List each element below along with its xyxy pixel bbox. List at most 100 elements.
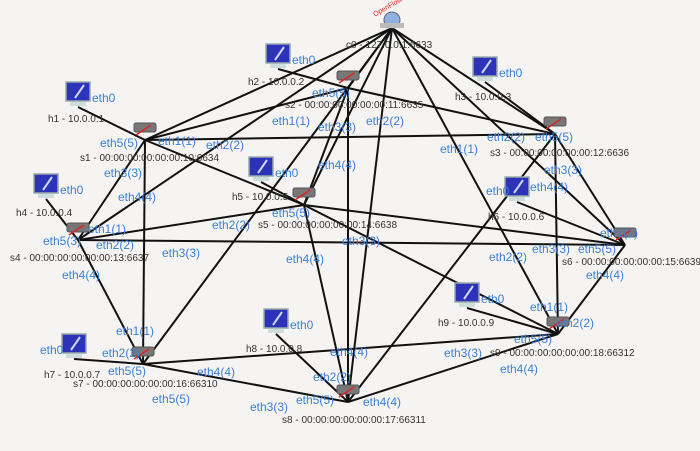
link-s1-s5[interactable] <box>144 139 305 206</box>
host-port-label: eth0 <box>40 343 64 357</box>
host-port-label: eth0 <box>486 184 510 198</box>
host-label: h4 - 10.0.0.4 <box>16 208 73 219</box>
link-c0-s9[interactable] <box>391 27 559 335</box>
port-label: eth4(4) <box>197 365 236 379</box>
link-s7-s8[interactable] <box>142 363 349 403</box>
link-s2-s3[interactable] <box>347 87 556 135</box>
host-h5-computer-icon[interactable] <box>248 156 274 181</box>
link-s1-s4[interactable] <box>77 139 146 241</box>
port-label: eth4(4) <box>530 180 569 194</box>
host-label: h3 - 10.0.0.3 <box>455 92 512 103</box>
link-s5-s6[interactable] <box>303 204 626 246</box>
link-s8-s9[interactable] <box>347 333 559 403</box>
link-s1-s2[interactable] <box>144 87 349 141</box>
port-label: eth1(1) <box>600 226 639 240</box>
switch-s4-icon[interactable] <box>66 222 90 236</box>
link-c0-s8[interactable] <box>347 27 393 403</box>
switch-label: s7 - 00:00:00:00:00:00:16:66310 <box>73 379 218 390</box>
port-label: eth5(5) <box>108 364 147 378</box>
nodes-layer <box>33 11 637 398</box>
host-label: h6 - 10.0.0.6 <box>488 212 545 223</box>
link-c0-s4[interactable] <box>77 27 393 241</box>
link-h1-s1[interactable] <box>77 106 146 141</box>
port-label: eth3(3) <box>444 346 483 360</box>
port-label: eth2(2) <box>366 114 405 128</box>
controller-c0-icon[interactable] <box>380 11 404 29</box>
host-h4-computer-icon[interactable] <box>33 173 59 198</box>
link-s3-s9[interactable] <box>554 133 559 335</box>
link-h9-s9[interactable] <box>466 307 559 335</box>
link-s5-s9[interactable] <box>303 204 559 335</box>
switch-s1-icon[interactable] <box>133 122 157 136</box>
link-h3-s3[interactable] <box>484 81 556 135</box>
switch-label: s4 - 00:00:00:00:00:00:13:6637 <box>10 253 150 264</box>
host-label: h2 - 10.0.0.2 <box>248 77 305 88</box>
port-label: eth3(3) <box>250 400 289 414</box>
host-h9-computer-icon[interactable] <box>454 282 480 307</box>
link-c0-s6[interactable] <box>391 27 626 246</box>
host-h1-computer-icon[interactable] <box>65 81 91 106</box>
switch-label: s9 - 00:00:00:00:00:00:18:66312 <box>490 348 635 359</box>
port-label: eth5(5) <box>296 393 335 407</box>
port-label: eth4(4) <box>330 345 369 359</box>
switch-label: s1 - 00:00:00:00:00:00:10:6634 <box>80 153 220 164</box>
link-h7-s7[interactable] <box>73 358 144 365</box>
controller-label: c0 - 127.0.0.1:6633 <box>346 40 433 51</box>
port-label: eth2(2) <box>96 238 135 252</box>
host-port-label: eth0 <box>292 53 316 67</box>
host-h7-computer-icon[interactable] <box>61 333 87 358</box>
link-h6-s6[interactable] <box>516 201 626 246</box>
port-label: eth3(3) <box>318 120 357 134</box>
host-label: h9 - 10.0.0.9 <box>438 318 495 329</box>
switch-label: s5 - 00:00:00:00:00:00:14:6638 <box>258 220 398 231</box>
port-label: eth4(4) <box>586 268 625 282</box>
host-h6-computer-icon[interactable] <box>504 176 530 201</box>
port-label: eth3(3) <box>104 166 143 180</box>
switch-s6-icon[interactable] <box>613 227 637 241</box>
switch-s5-icon[interactable] <box>292 187 316 201</box>
link-s4-s6[interactable] <box>77 239 626 246</box>
link-s1-s3[interactable] <box>144 133 556 141</box>
link-h8-s8[interactable] <box>275 333 349 403</box>
switch-s3-icon[interactable] <box>543 116 567 130</box>
switch-s9-icon[interactable] <box>546 316 570 330</box>
port-label: eth3(3) <box>162 246 201 260</box>
port-label: eth1(1) <box>440 142 479 156</box>
port-label: eth5(5) <box>514 332 553 346</box>
host-h3-computer-icon[interactable] <box>472 56 498 81</box>
link-s4-s5[interactable] <box>77 204 305 241</box>
port-label: eth2(2) <box>489 250 528 264</box>
port-label: eth2(2) <box>556 316 595 330</box>
switch-label: s8 - 00:00:00:00:00:00:17:66311 <box>282 415 426 426</box>
port-label: eth5(5) <box>100 136 139 150</box>
host-h2-computer-icon[interactable] <box>265 43 291 68</box>
host-h8-computer-icon[interactable] <box>263 308 289 333</box>
link-c0-s7[interactable] <box>142 27 393 365</box>
host-port-label: eth0 <box>290 318 314 332</box>
port-label: eth5(5) <box>578 242 617 256</box>
switch-s7-icon[interactable] <box>131 346 155 360</box>
host-port-label: eth0 <box>481 292 505 306</box>
port-label: eth1(1) <box>158 134 197 148</box>
port-label: eth2(2) <box>212 218 251 232</box>
link-s1-s7[interactable] <box>142 139 146 365</box>
link-s4-s7[interactable] <box>77 239 144 365</box>
switch-s2-icon[interactable] <box>336 70 360 84</box>
link-s3-s6[interactable] <box>554 133 626 246</box>
link-c0-s1[interactable] <box>144 27 393 141</box>
port-label: eth5(5) <box>152 392 191 406</box>
host-label: h1 - 10.0.0.1 <box>48 114 105 125</box>
link-c0-s3[interactable] <box>391 27 556 135</box>
port-label: eth1(1) <box>116 324 155 338</box>
switch-s8-icon[interactable] <box>336 384 360 398</box>
port-label: eth2(2) <box>487 130 526 144</box>
port-label: eth2(2) <box>102 346 141 360</box>
link-s7-s9[interactable] <box>142 333 559 365</box>
port-label: eth5(5) <box>535 130 574 144</box>
link-h2-s2[interactable] <box>277 68 349 89</box>
host-label: h8 - 10.0.0.8 <box>246 344 303 355</box>
link-s2-s5[interactable] <box>303 87 349 206</box>
link-s5-s8[interactable] <box>303 204 349 403</box>
host-port-label: eth0 <box>275 166 299 180</box>
